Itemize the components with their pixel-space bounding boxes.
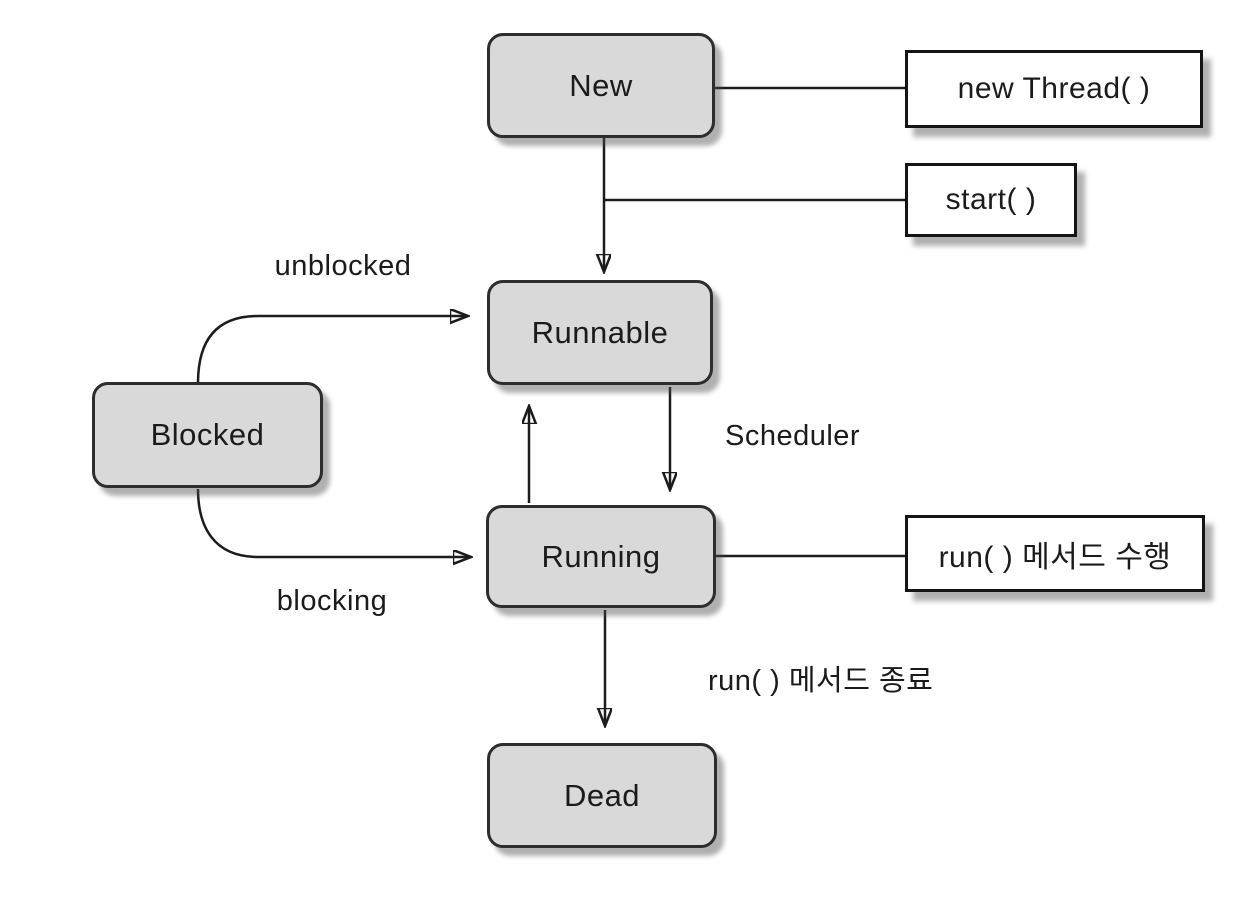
edge-label-scheduler: Scheduler — [725, 420, 861, 452]
note-label-new-thread: new Thread( ) — [957, 72, 1151, 105]
state-node-running: Running — [486, 505, 716, 608]
edge-label-blocking: blocking — [276, 585, 388, 617]
note-box-run-exec: run( ) 메서드 수행 — [905, 515, 1205, 592]
state-label-new: New — [569, 67, 633, 103]
state-label-dead: Dead — [563, 777, 641, 813]
state-label-running: Running — [541, 538, 661, 574]
note-label-start: start( ) — [945, 183, 1037, 216]
edge-blocked-to-runnable-arrow — [196, 316, 467, 384]
edge-label-unblocked: unblocked — [274, 250, 412, 282]
state-label-blocked: Blocked — [150, 417, 265, 452]
state-node-dead: Dead — [487, 743, 717, 848]
note-label-run-exec: run( ) 메서드 수행 — [938, 540, 1172, 574]
state-node-blocked: Blocked — [92, 382, 323, 488]
note-box-new-thread: new Thread( ) — [905, 50, 1203, 128]
edge-label-run-end: run( ) 메서드 종료 — [708, 665, 934, 697]
note-box-start: start( ) — [905, 163, 1077, 237]
state-label-runnable: Runnable — [531, 314, 669, 350]
state-node-runnable: Runnable — [487, 280, 713, 385]
edge-blocked-to-running-arrow — [196, 488, 470, 557]
state-node-new: New — [487, 33, 715, 138]
